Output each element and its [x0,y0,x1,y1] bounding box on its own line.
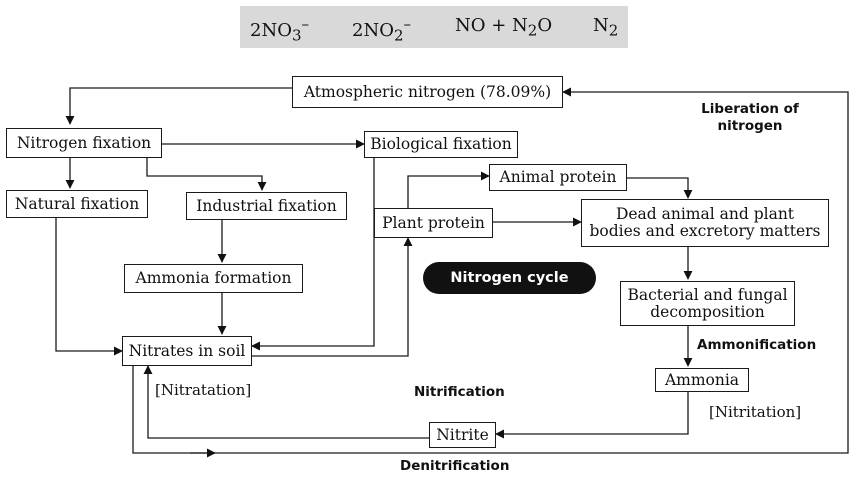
arrow-nitrite-to-nitrates [143,365,429,439]
node-animal-protein: Animal protein [489,164,627,191]
equation-oxides: NO + N2O [455,15,553,40]
arrow-nitrates-to-plant-protein [252,237,413,357]
denitrification-equation: 2NO3– 2NO2– NO + N2O N2 [240,6,628,48]
node-natural-fixation: Natural fixation [6,190,148,218]
node-ammonia-formation: Ammonia formation [124,264,303,293]
label-ammonification: Ammonification [697,337,817,353]
label-nitritation: [Nitritation] [709,403,802,421]
arrow-denitrification [132,87,849,454]
node-nitrogen-fixation: Nitrogen fixation [6,128,162,158]
equation-nitrate: 2NO3– [250,15,310,45]
label-nitrification: Nitrification [414,384,505,400]
node-atmospheric-nitrogen: Atmospheric nitrogen (78.09%) [292,76,563,108]
equation-nitrite: 2NO2– [352,15,412,45]
arrow-fixation-to-industrial [146,158,267,191]
arrow-plant-to-animal-protein [407,171,490,208]
node-nitrite: Nitrite [429,422,496,448]
node-ammonia: Ammonia [655,368,749,392]
arrow-atmospheric-to-fixation [65,87,292,125]
node-biological-fixation: Biological fixation [364,131,518,158]
arrow-ammonia-to-nitrite [495,392,689,439]
arrow-animal-to-dead-bodies [627,177,693,199]
node-dead-bodies: Dead animal and plant bodies and excreto… [581,199,829,247]
label-denitrification: Denitrification [400,458,510,474]
label-nitratation: [Nitratation] [155,381,252,399]
equation-nitrogen-gas: N2 [593,15,619,40]
arrow-biological-to-nitrates [251,158,375,351]
node-plant-protein: Plant protein [374,208,493,238]
node-industrial-fixation: Industrial fixation [186,192,347,220]
title-nitrogen-cycle: Nitrogen cycle [423,262,596,294]
node-nitrates-in-soil: Nitrates in soil [122,336,252,366]
node-decomposition: Bacterial and fungal decomposition [620,281,795,326]
label-liberation-of-nitrogen: Liberation of nitrogen [701,101,799,134]
arrow-natural-to-nitrates [55,218,123,356]
